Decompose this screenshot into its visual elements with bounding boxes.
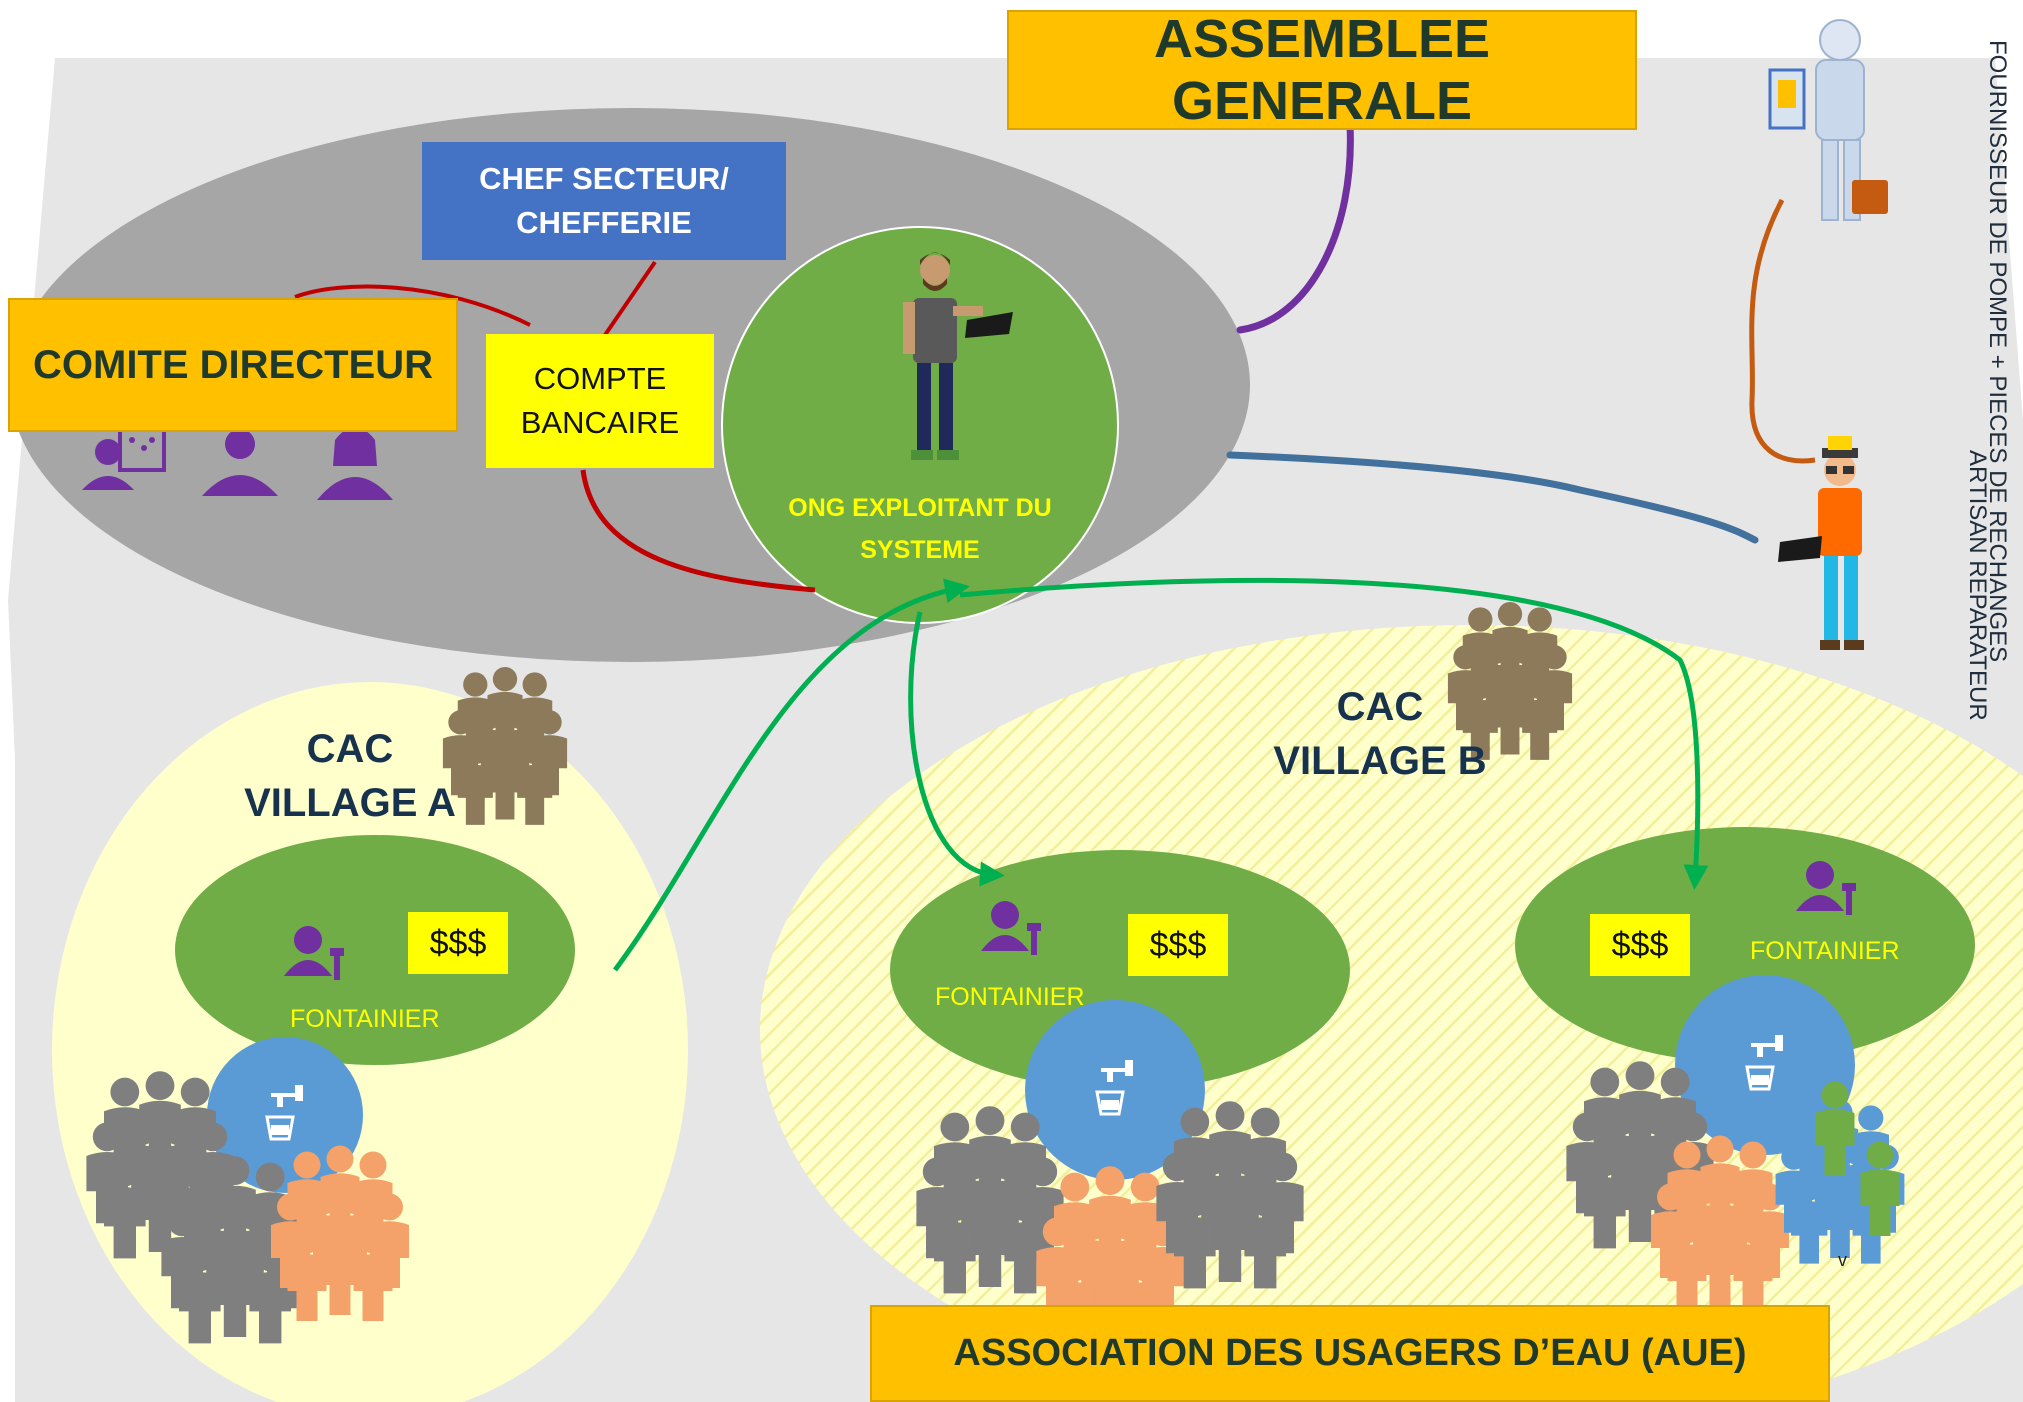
crowd-person-icon [104,1157,146,1259]
arrow-ong-village-b [908,611,1005,887]
technician-icon [284,926,344,980]
crowd-person-icon [249,1242,291,1344]
crowd-person-icon [320,1220,360,1315]
technician-icon [981,901,1041,955]
cac-village-b: CAC VILLAGE B [1260,680,1500,788]
village-b-money: $$$ [1128,914,1228,976]
stray-mark: v [1838,1250,1847,1270]
crowd-person-icon [1821,1169,1859,1258]
crowd-person-icon [1733,1216,1773,1311]
link-ong-artisan [1226,451,1759,544]
crowd-person-icon [1619,1141,1661,1242]
technician-icons [284,861,1856,980]
crowd-person-icon [1791,1175,1828,1264]
comite-directeur-box: COMITE DIRECTEUR [8,298,458,432]
crowd-person-icon [1462,674,1498,760]
arrow-ong-village-c [959,577,1709,890]
aue-label: ASSOCIATION DES USAGERS D’EAU (AUE) [953,1332,1747,1374]
comite-directeur-label: COMITE DIRECTEUR [33,342,433,387]
cac-village-a-line1: CAC [306,727,394,771]
chef-secteur-label: CHEF SECTEUR/ CHEFFERIE [479,161,729,240]
crowd-person-icon [1174,1187,1216,1289]
cac-village-b-line2: VILLAGE B [1273,739,1487,783]
crowd-person-icon [1667,1216,1707,1311]
arrow-ong-village-a [612,578,970,972]
link-assemblee [1236,121,1354,334]
crowd-person-icon [287,1226,327,1321]
cac-village-a: CAC VILLAGE A [230,722,470,830]
crowd-person-icon [353,1226,393,1321]
crowd-person-icon [969,1186,1011,1287]
village-c-fontainier: FONTAINIER [1750,937,1900,965]
hipster-with-laptop-icon [1778,436,1864,650]
link-compte-ong [580,469,816,593]
crowd-person-icon [1860,1141,1900,1236]
crowd-person-icon [457,739,493,825]
technician-icon [1796,861,1856,915]
crowd-person-icon [517,739,553,825]
crowd-icons [86,601,1905,1354]
woman-icon [317,427,393,500]
aue-box: ASSOCIATION DES USAGERS D’EAU (AUE) [870,1305,1830,1402]
crowd-person-icon [1522,674,1558,760]
link-comite-compte [294,284,531,327]
village-a-tap-circle [207,1037,363,1193]
assemblee-generale-box: ASSEMBLEE GENERALE [1007,9,1637,131]
crowd-person-icon [1209,1181,1251,1282]
crowd-person-icon [1815,1081,1855,1176]
person-icon [202,429,278,496]
compte-bancaire-box: COMPTE BANCAIRE [486,334,714,468]
chef-secteur-box: CHEF SECTEUR/ CHEFFERIE [422,142,786,260]
crowd-person-icon [487,734,523,820]
cac-village-b-line1: CAC [1336,685,1424,729]
village-a-fontainier-ellipse [175,835,575,1065]
ong-label: ONG EXPLOITANT DU SYSTEME [788,494,1052,564]
village-a-fontainier: FONTAINIER [290,1005,440,1033]
crowd-person-icon [139,1151,181,1252]
cac-village-a-line2: VILLAGE A [244,781,456,825]
village-a-money: $$$ [408,912,508,974]
compte-bancaire-label: COMPTE BANCAIRE [520,361,680,440]
link-chef-compte [603,260,657,337]
crowd-person-icon [1700,1210,1740,1305]
village-c-fontainier-ellipse [1515,827,1975,1063]
crowd-person-icon [1584,1147,1626,1249]
link-fournisseur-artisan [1749,198,1816,464]
crowd-person-icon [214,1236,256,1337]
crowd-person-icon [1244,1187,1286,1289]
village-c-money: $$$ [1590,914,1690,976]
village-b-tap-circle [1025,1000,1205,1180]
crowd-person-icon [1004,1192,1046,1294]
crowd-person-icon [934,1192,976,1294]
developer-with-laptop-icon [903,252,1013,460]
crowd-person-icon [1492,669,1528,755]
comite-members [82,427,393,500]
supplier-with-case-icon [1768,19,1888,221]
artisan-label: ARTISAN REPARATEUR [1964,450,1991,721]
assemblee-generale-label: ASSEMBLEE GENERALE [1153,9,1491,131]
crowd-person-icon [179,1242,221,1344]
village-b-fontainier: FONTAINIER [935,983,1085,1011]
fournisseur-label: FOURNISSEUR DE POMPE + PIECES DE RECHANG… [1984,40,2011,662]
